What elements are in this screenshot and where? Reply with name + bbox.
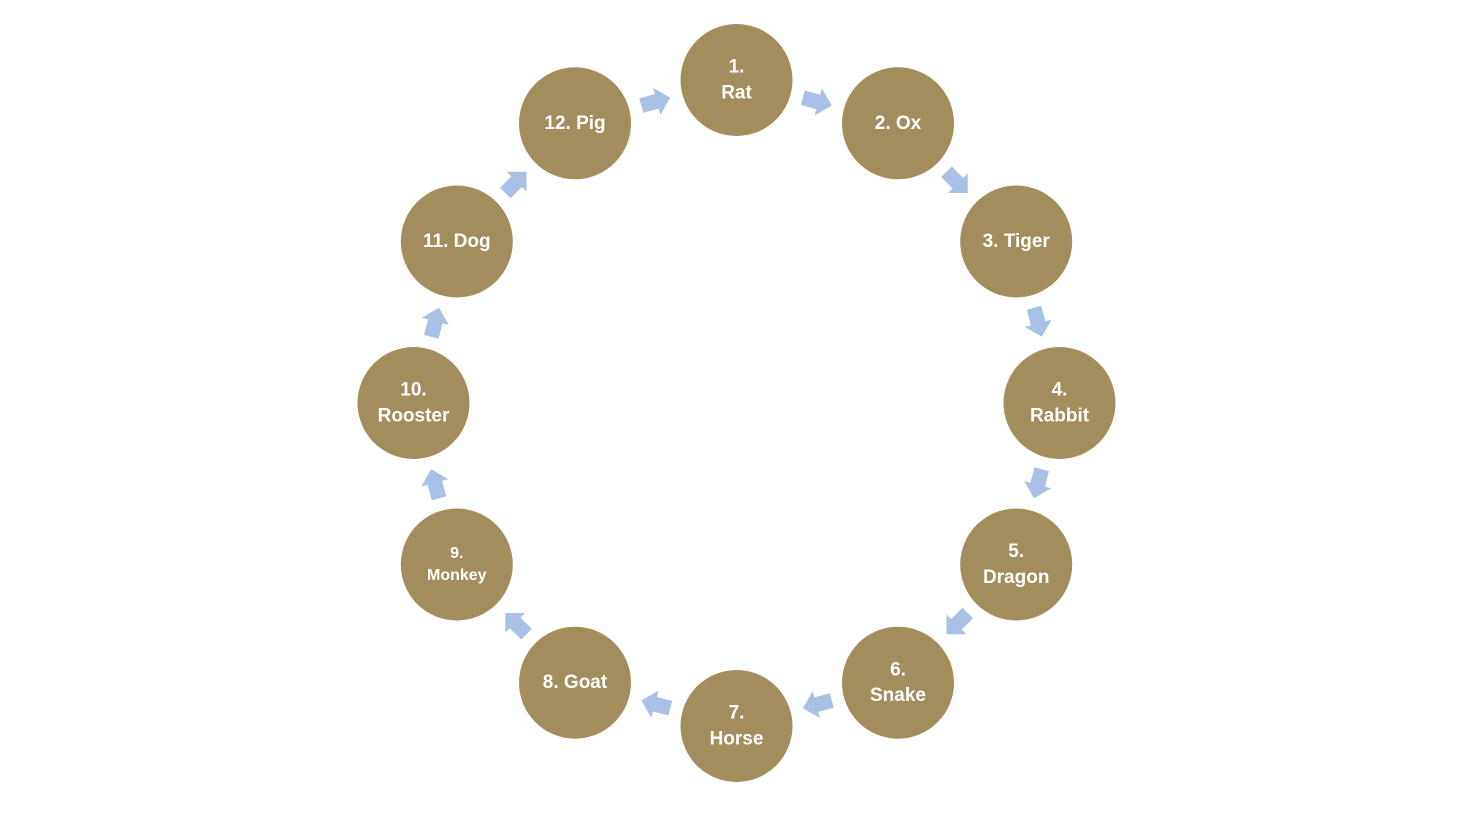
arrow-rabbit-to-dragon [1024,467,1052,499]
node-pig: 12. Pig [519,67,631,180]
node-circle-dog [400,185,513,298]
node-label-dog-line-1: 11. Dog [423,231,491,252]
node-circle-pig [519,67,631,180]
nodes-layer: 1. Rat 2. Ox 3. Tiger 4. Rabbit 5. Dragon 6. Snak… [357,24,1116,782]
node-tiger: 3. Tiger [960,185,1073,298]
arrow-goat-to-monkey [505,612,532,640]
node-dragon: 5. Dragon [960,508,1073,621]
node-label-pig-line-1: 12. Pig [544,113,605,134]
node-label-horse-line-2: Horse [710,728,764,749]
arrow-rat-to-ox [800,88,832,116]
node-label-dragon-line-2: Dragon [983,567,1050,588]
node-monkey: 9. Monkey [400,508,513,621]
node-label-rooster-line-1: 10. [400,380,426,401]
node-label-rabbit-line-2: Rabbit [1030,405,1090,426]
node-label-tiger-line-1: 3. Tiger [983,231,1051,252]
node-circle-goat [519,626,631,739]
arrow-pig-to-rat [639,87,671,115]
node-circle-rooster [357,347,470,459]
arrow-rooster-to-dog [421,307,449,339]
node-dog: 11. Dog [400,185,513,298]
node-circle-dragon [960,508,1073,621]
node-label-monkey-line-1: 9. [450,545,463,562]
arrow-tiger-to-rabbit [1024,305,1052,337]
arrow-snake-to-horse [802,691,834,719]
node-label-snake-line-2: Snake [870,685,926,706]
node-label-dragon-line-1: 5. [1008,541,1024,562]
arrow-dog-to-pig [499,171,527,199]
node-circle-snake [842,626,954,739]
node-circle-horse [680,670,793,782]
node-horse: 7. Horse [680,670,793,782]
arrow-dragon-to-snake [946,607,974,635]
node-goat: 8. Goat [519,626,631,739]
node-label-horse-line-1: 7. [729,703,745,724]
arrows-layer [421,87,1052,719]
arrow-monkey-to-rooster [421,469,449,501]
node-label-snake-line-1: 6. [890,659,906,680]
node-circle-rabbit [1003,347,1116,459]
node-label-ox-line-1: 2. Ox [875,113,922,134]
node-rabbit: 4. Rabbit [1003,347,1116,459]
node-rat: 1. Rat [680,24,793,136]
node-circle-rat [680,24,793,136]
arrow-horse-to-goat [641,690,673,718]
node-label-goat-line-1: 8. Goat [543,672,608,693]
arrow-ox-to-tiger [941,166,968,194]
node-circle-ox [842,67,954,180]
node-label-rat-line-1: 1. [729,57,745,78]
node-circle-tiger [960,185,1073,298]
node-rooster: 10. Rooster [357,347,470,459]
node-circle-monkey [400,508,513,621]
node-label-rooster-line-2: Rooster [378,405,450,426]
node-ox: 2. Ox [842,67,954,180]
node-label-rabbit-line-1: 4. [1052,380,1068,401]
node-snake: 6. Snake [842,626,954,739]
node-label-rat-line-2: Rat [721,82,752,103]
node-label-monkey-line-2: Monkey [427,567,487,584]
